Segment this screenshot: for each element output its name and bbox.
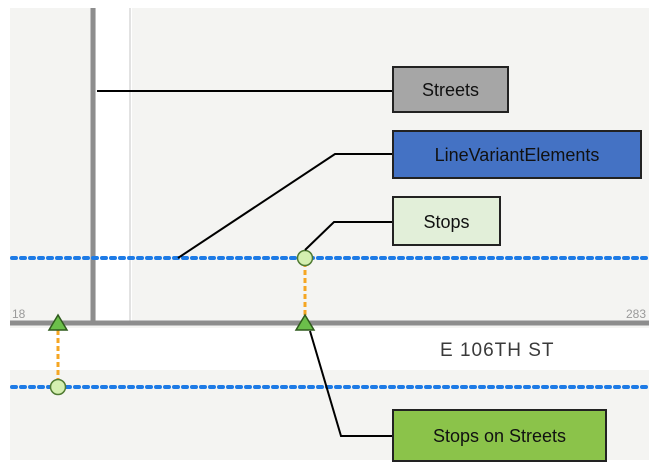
callout-stops-label: Stops (423, 212, 469, 232)
vertical-street-band (96, 8, 132, 322)
address-tick-left: 18 (12, 307, 26, 321)
callout-line-variant-elements: LineVariantElements (392, 130, 642, 179)
street-stop-marker-left (47, 313, 69, 331)
leader-stops-on-streets (309, 330, 393, 437)
callout-streets: Streets (392, 66, 509, 113)
callout-stops-on-streets: Stops on Streets (392, 409, 607, 462)
callout-line-variant-label: LineVariantElements (435, 145, 600, 165)
callout-streets-label: Streets (422, 80, 479, 100)
leader-stops (304, 221, 393, 251)
callout-stops: Stops (392, 196, 501, 246)
callout-stops-on-streets-label: Stops on Streets (433, 426, 566, 446)
stop-marker-lower (49, 378, 67, 396)
street-stop-marker-right (294, 313, 316, 331)
street-band (10, 328, 649, 370)
stop-marker-upper (296, 249, 314, 267)
address-tick-right: 283 (626, 307, 646, 321)
leader-line-variant (177, 153, 393, 259)
street-name-label: E 106TH ST (440, 340, 555, 361)
